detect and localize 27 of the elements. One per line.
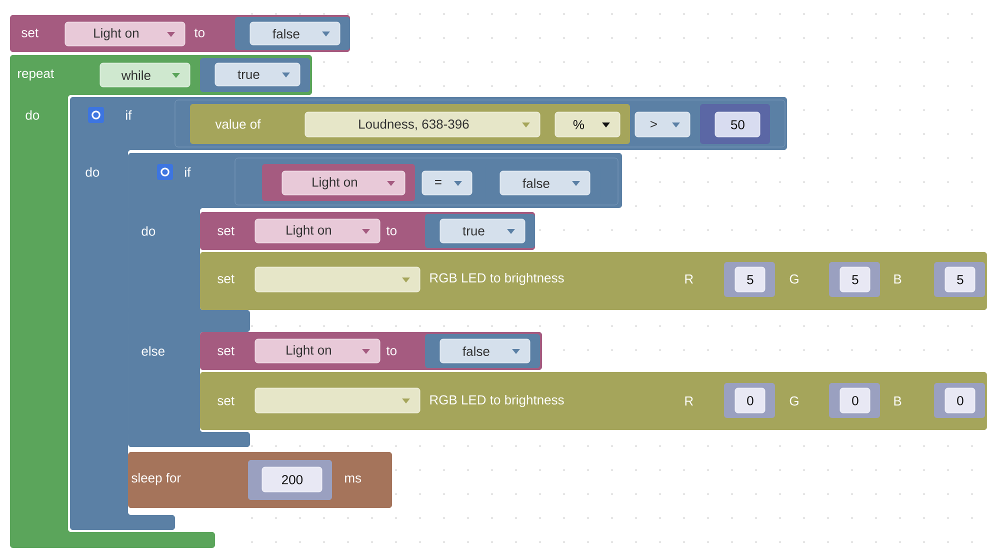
number-field: 5 xyxy=(724,262,775,297)
dropdown-field: Light on xyxy=(254,338,380,364)
number-field: 50 xyxy=(700,104,770,144)
dropdown-field: % xyxy=(554,112,620,138)
dropdown-field xyxy=(254,388,420,414)
dropdown-field: Light on xyxy=(64,22,186,46)
dropdown-field: Light on xyxy=(254,218,380,244)
dropdown-field: > xyxy=(634,112,690,138)
dropdown-field: true xyxy=(425,214,535,248)
number-field: 5 xyxy=(829,262,880,297)
number-field: 0 xyxy=(724,383,775,418)
dropdown-field: false xyxy=(235,17,350,50)
dropdown-field: Loudness, 638-396 xyxy=(304,112,540,138)
dropdown-field: true xyxy=(200,58,310,92)
number-field: 0 xyxy=(934,383,985,418)
dropdown-field: false xyxy=(425,334,540,368)
node-label: if xyxy=(185,167,191,177)
dropdown-field: = xyxy=(422,170,472,196)
dropdown-field: while xyxy=(100,62,190,88)
dropdown-field: false xyxy=(485,164,600,201)
dropdown-field: Light on xyxy=(262,164,415,201)
node-label: else xyxy=(142,346,164,356)
number-field: 200 xyxy=(248,460,332,500)
dropdown-field xyxy=(254,266,420,292)
number-field: 5 xyxy=(934,262,985,297)
number-field: 0 xyxy=(829,383,880,418)
node-label: do xyxy=(142,226,156,236)
